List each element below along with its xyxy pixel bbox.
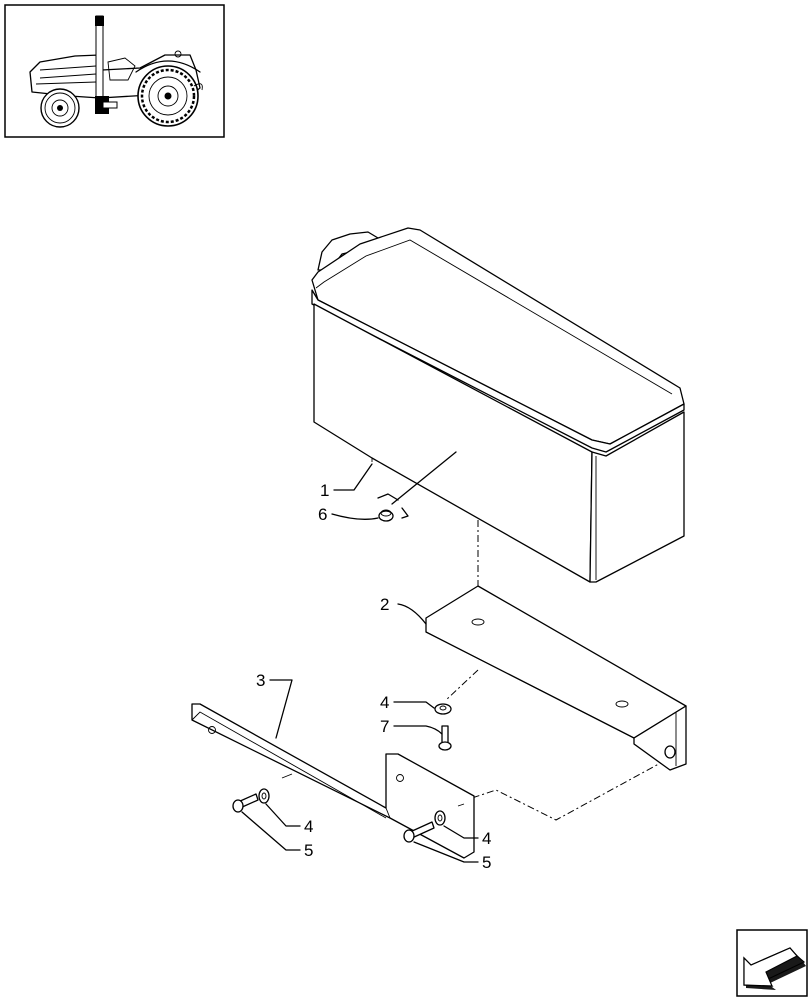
callout-5-right: 5 <box>482 853 491 872</box>
callout-4-right: 4 <box>482 829 491 848</box>
callout-labels: 1 2 3 4 4 4 5 5 6 7 <box>256 481 491 872</box>
callout-6: 6 <box>318 505 327 524</box>
callout-1: 1 <box>320 481 329 500</box>
callout-4-left: 4 <box>304 817 313 836</box>
callout-2: 2 <box>380 595 389 614</box>
screw-part-5 <box>232 773 465 843</box>
washer-part-4 <box>258 703 452 826</box>
battery-box <box>311 227 685 583</box>
support-bracket-part-2 <box>425 585 687 771</box>
screw-part-7 <box>438 725 452 751</box>
tractor-thumbnail-icon <box>4 4 225 138</box>
callout-leaders <box>241 463 479 863</box>
mounting-plate-part-3 <box>191 703 475 859</box>
callout-3: 3 <box>256 671 265 690</box>
callout-7: 7 <box>380 717 389 736</box>
next-page-arrow-icon[interactable] <box>736 929 808 997</box>
callout-5-left: 5 <box>304 841 313 860</box>
nut-part-6 <box>378 509 394 522</box>
callout-4-upper: 4 <box>380 693 389 712</box>
